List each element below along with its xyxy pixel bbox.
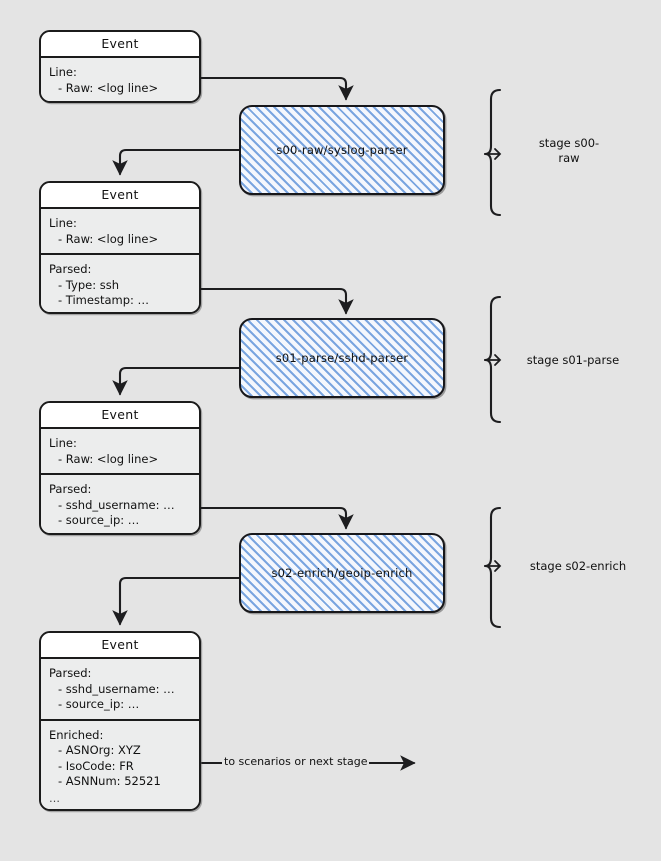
section-field: - sshd_username: … (58, 497, 175, 512)
brace-tick-s00 (484, 148, 502, 160)
section-ellipsis: … (49, 529, 199, 534)
processor-label: s02-enrich/geoip-enrich (271, 566, 413, 580)
section-heading: Parsed: (49, 262, 92, 276)
section-field: - Raw: <log line> (58, 451, 159, 466)
section-heading: Line: (49, 65, 77, 79)
stage-label-s02-enrich: stage s02-enrich (529, 559, 627, 573)
section-field: - Raw: <log line> (58, 231, 159, 246)
event-section-parsed: Parsed: - sshd_username: … - source_ip: … (41, 473, 199, 534)
event-section-parsed: Parsed: - Type: ssh - Timestamp: … … (41, 253, 199, 313)
stage-label-s01-parse: stage s01-parse (526, 353, 620, 367)
section-ellipsis: … (49, 791, 60, 805)
event-box-title: Event (41, 32, 199, 58)
event-box-title: Event (41, 633, 199, 659)
section-field: - IsoCode: FR (58, 758, 134, 773)
edge-s00-to-event2 (112, 148, 242, 176)
section-heading: Line: (49, 216, 77, 230)
edge-event1-to-s00 (199, 76, 354, 101)
section-field: - source_ip: … (58, 697, 140, 711)
event-box-4[interactable]: Event Parsed: - sshd_username: … - sourc… (39, 631, 201, 811)
section-field: - Type: ssh (58, 277, 120, 292)
processor-label: s01-parse/sshd-parser (275, 351, 409, 365)
edge-event2-to-s01 (199, 287, 354, 315)
event-box-1[interactable]: Event Line: - Raw: <log line> (39, 30, 201, 103)
event-section-line: Line: - Raw: <log line> (41, 209, 199, 253)
section-field: - ASNNum: 52521 (58, 774, 161, 788)
exit-flow-label: to scenarios or next stage (222, 755, 370, 768)
section-field: - Timestamp: … (58, 293, 150, 307)
section-field: - source_ip: … (58, 513, 140, 527)
brace-tick-s01 (484, 354, 502, 366)
section-ellipsis: … (49, 309, 199, 313)
brace-tick-s02 (484, 560, 502, 572)
processor-node-s01-parse[interactable]: s01-parse/sshd-parser (239, 318, 445, 398)
event-section-line: Line: - Raw: <log line> (41, 429, 199, 473)
section-heading: Enriched: (49, 727, 104, 742)
processor-node-s00-raw[interactable]: s00-raw/syslog-parser (239, 105, 445, 195)
event-box-title: Event (41, 403, 199, 429)
processor-node-s02-enrich[interactable]: s02-enrich/geoip-enrich (239, 533, 445, 613)
event-section-line: Line: - Raw: <log line> (41, 58, 199, 101)
section-field: - Raw: <log line> (58, 80, 159, 95)
edge-s02-to-event4 (112, 576, 242, 626)
section-field: - sshd_username: … (58, 681, 175, 696)
edge-event3-to-s02 (199, 506, 354, 530)
processor-label: s00-raw/syslog-parser (276, 143, 408, 157)
stage-label-s00-raw: stage s00- raw (538, 136, 600, 165)
event-section-enriched: Enriched: - ASNOrg: XYZ - IsoCode: FR - … (41, 718, 199, 809)
event-box-2[interactable]: Event Line: - Raw: <log line> Parsed: - … (39, 181, 201, 314)
section-heading: Line: (49, 436, 77, 450)
section-field: - ASNOrg: XYZ (58, 743, 141, 757)
section-heading: Parsed: (49, 666, 92, 680)
event-section-parsed: Parsed: - sshd_username: … - source_ip: … (41, 659, 199, 719)
section-heading: Parsed: (49, 482, 92, 496)
edge-s01-to-event3 (112, 366, 242, 396)
event-box-title: Event (41, 183, 199, 209)
event-box-3[interactable]: Event Line: - Raw: <log line> Parsed: - … (39, 401, 201, 535)
